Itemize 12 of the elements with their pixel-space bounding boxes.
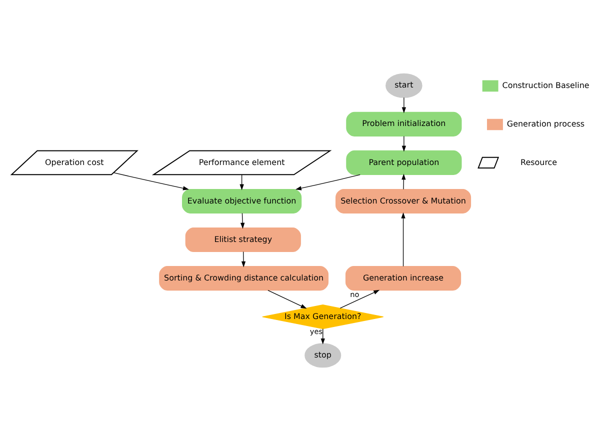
arrow — [402, 174, 406, 190]
arrow — [402, 97, 406, 114]
arrow — [268, 290, 307, 309]
arrow — [402, 136, 406, 152]
arrow — [241, 251, 246, 268]
arrow — [320, 328, 325, 344]
arrow — [240, 212, 245, 229]
arrow — [295, 174, 360, 190]
arrow — [340, 290, 380, 309]
arrow — [240, 174, 244, 190]
arrow — [401, 212, 406, 267]
arrow — [113, 172, 189, 190]
